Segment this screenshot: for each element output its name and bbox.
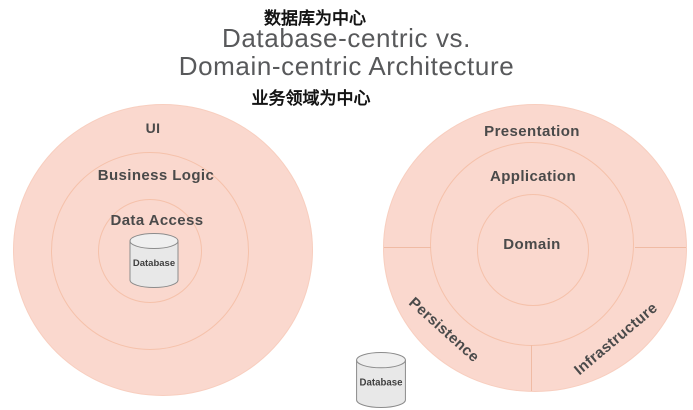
left-database-label: Database [133, 258, 175, 269]
right-layer-domain: Domain [503, 236, 561, 253]
database-cylinder-icon: Database [129, 233, 179, 288]
right-sector-divider-right [635, 247, 686, 248]
page-title: Database-centric vs. Domain-centric Arch… [178, 23, 515, 81]
database-cylinder-icon: Database [356, 352, 406, 408]
right-layer-application: Application [489, 168, 577, 185]
left-inner-ring [98, 199, 202, 303]
right-middle-ring [430, 142, 634, 346]
right-database-label: Database [360, 378, 404, 389]
left-layer-business-logic: Business Logic [97, 167, 215, 184]
left-middle-ring [51, 152, 249, 350]
left-layer-ui: UI [145, 120, 161, 136]
database-centric-zh-label: 数据库为中心 [264, 9, 366, 28]
domain-centric-zh-label: 业务领域为中心 [251, 89, 371, 108]
right-inner-ring [477, 194, 589, 306]
right-layer-presentation: Presentation [484, 123, 580, 140]
left-layer-data-access: Data Access [110, 212, 204, 229]
right-sector-divider-left [384, 247, 431, 248]
right-sector-divider-bottom [531, 345, 532, 391]
